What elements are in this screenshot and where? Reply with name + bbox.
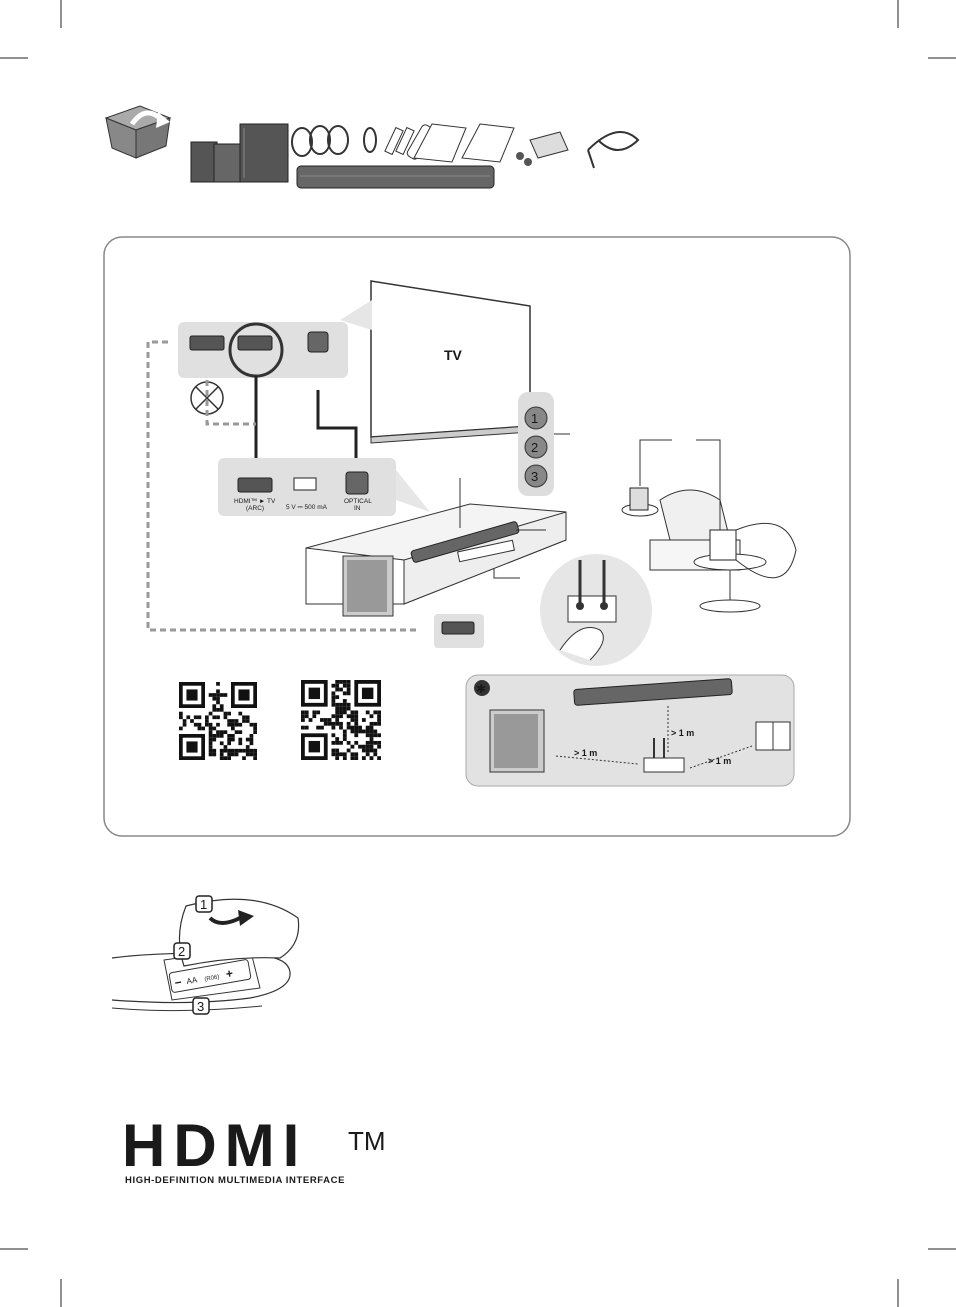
remote-step-3: 3 [197, 999, 204, 1014]
rear-speaker-left [630, 488, 648, 510]
subwoofer [343, 556, 393, 616]
setup-steps: 1 2 3 [518, 392, 570, 496]
rear-speaker-right [710, 530, 736, 560]
tv-ports-panel [178, 300, 372, 378]
step-2: 2 [531, 440, 538, 455]
note-router [644, 758, 684, 772]
qr-code-1 [179, 682, 257, 760]
soundbar-usb-port [294, 478, 316, 490]
step-1: 1 [531, 411, 538, 426]
wall-bracket-icon [516, 132, 568, 166]
dist-bar-router: > 1 m [671, 728, 694, 738]
step-3: 3 [531, 469, 538, 484]
hdmi-logo-tagline: HIGH-DEFINITION MULTIMEDIA INTERFACE [125, 1175, 345, 1186]
soundbar-optical-port [346, 472, 368, 494]
tv-screen: TV [371, 281, 530, 443]
tv-hdmi-arc-port [238, 336, 272, 350]
tv-hdmi-port [190, 336, 224, 350]
qr-code-2 [301, 680, 381, 760]
rear-speakers-icon [191, 142, 240, 182]
optical-cable-icon [588, 132, 638, 168]
port-usb-label: 5 V ⎓ 500 mA [286, 504, 328, 511]
port-hdmi-sublabel: (ARC) [246, 505, 264, 512]
dist-sub-router: > 1 m [574, 748, 597, 758]
soundbar-ports-panel: HDMI™ ► TV (ARC) 5 V ⎓ 500 mA OPTICAL IN [218, 458, 430, 516]
hdmi-logo-wordmark: HDMI [122, 1112, 307, 1179]
tv-label: TV [444, 347, 463, 363]
remote-step-1: 1 [200, 897, 207, 912]
soundbar-hdmi-port [238, 478, 272, 492]
prohibited-icon [191, 382, 223, 414]
placement-note-panel: ✱ > 1 m > 1 m > 1 m [466, 675, 794, 786]
speaker-wire-closeup [540, 554, 652, 666]
port-optical-label: OPTICAL [344, 498, 372, 505]
tv-optical-port [308, 332, 328, 352]
port-optical-sublabel: IN [354, 505, 361, 512]
dist-router-speakers: > 1 m [708, 756, 731, 766]
subwoofer-icon [240, 124, 288, 182]
remote-battery-diagram: 1 2 3 + − AA (R06) [112, 896, 299, 1014]
remote-step-2: 2 [178, 944, 185, 959]
open-box-icon [106, 106, 170, 158]
soundbar-icon [297, 166, 494, 188]
hdmi-logo-tm: TM [348, 1126, 386, 1156]
optical-cable [318, 390, 356, 460]
package-contents [106, 106, 638, 188]
manual-sheets-icon [414, 124, 514, 162]
note-symbol: ✱ [476, 682, 486, 696]
rear-speaker-room [622, 440, 796, 612]
hdmi-logo: HDMI TM HIGH-DEFINITION MULTIMEDIA INTER… [122, 1112, 386, 1186]
port-hdmi-label: HDMI™ ► TV [234, 498, 276, 505]
subwoofer-hdmi-port [434, 614, 484, 648]
speaker-cables-icon [292, 126, 376, 156]
